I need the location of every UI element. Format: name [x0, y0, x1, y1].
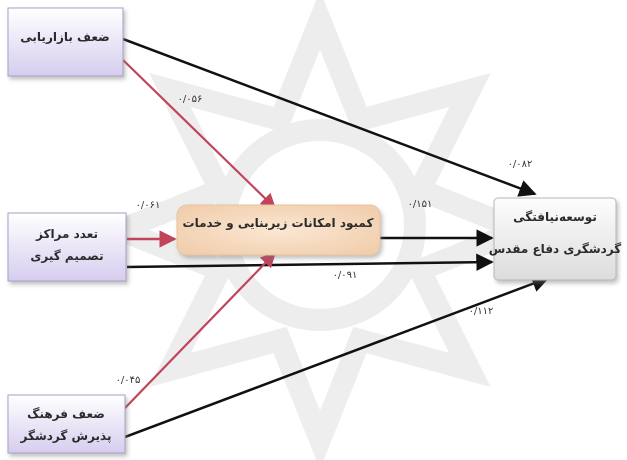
coefficient-labels: ۰/۰۵۶ ۰/۰۸۲ ۰/۰۶۱ ۰/۱۵۱ ۰/۰۹۱ ۰/۱۱۲ ۰/۰۴… [116, 94, 533, 386]
node-tourism-development-label-line2: گردشگری دفاع مقدس [489, 242, 621, 256]
node-marketing-weakness: ضعف بازاریابی [7, 7, 124, 77]
coef-decision-to-infrastructure: ۰/۰۶۱ [136, 200, 161, 211]
node-tourism-development: توسعه‌نیافتگی گردشگری دفاع مقدس [489, 197, 621, 281]
node-marketing-weakness-label: ضعف بازاریابی [20, 30, 109, 44]
edges-group [122, 37, 550, 439]
node-decision-centers-label-line2: تصمیم گیری [30, 249, 103, 263]
node-decision-centers: تعدد مراکز تصمیم گیری [7, 212, 127, 282]
edge-culture-to-infrastructure [124, 251, 277, 409]
coef-marketing-to-infrastructure: ۰/۰۵۶ [178, 94, 203, 105]
node-tourism-development-label-line1: توسعه‌نیافتگی [513, 210, 597, 225]
node-infrastructure: کمبود امکانات زیربنایی و خدمات [176, 204, 381, 256]
edge-culture-to-tourism [124, 275, 550, 439]
node-culture-weakness: ضعف فرهنگ پذیرش گردشگر [7, 394, 126, 454]
coef-infrastructure-to-tourism: ۰/۱۵۱ [408, 199, 433, 210]
edge-marketing-to-infrastructure [122, 59, 277, 210]
edge-marketing-to-tourism [122, 37, 537, 197]
coef-culture-to-infrastructure: ۰/۰۴۵ [116, 375, 141, 386]
node-culture-weakness-label-line1: ضعف فرهنگ [27, 407, 105, 421]
node-decision-centers-label-line1: تعدد مراکز [35, 227, 98, 241]
edge-decision-to-tourism [126, 253, 494, 271]
coef-marketing-to-tourism: ۰/۰۸۲ [508, 159, 533, 170]
node-culture-weakness-label-line2: پذیرش گردشگر [20, 429, 112, 443]
coef-decision-to-tourism: ۰/۰۹۱ [333, 270, 358, 281]
coef-culture-to-tourism: ۰/۱۱۲ [469, 306, 494, 317]
node-infrastructure-label: کمبود امکانات زیربنایی و خدمات [183, 216, 374, 231]
